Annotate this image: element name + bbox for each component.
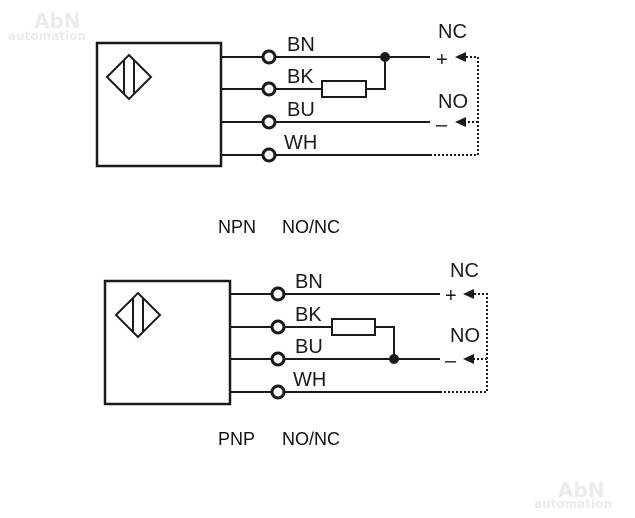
resistor-link <box>375 326 395 359</box>
proximity-sensor-icon <box>105 53 153 101</box>
watermark-bottom-right: AbN automation <box>534 478 612 511</box>
terminal-bn <box>261 49 277 65</box>
wire-label-bk: BK <box>295 304 322 326</box>
watermark-brand: AbN <box>34 9 81 33</box>
pnp-diagram <box>103 279 488 406</box>
resistor-link <box>366 57 386 90</box>
no-label: NO <box>450 325 480 347</box>
minus-sign: – <box>436 114 448 136</box>
terminal-wh <box>261 147 277 163</box>
wire-label-bn: BN <box>295 271 323 293</box>
nc-label: NC <box>438 21 467 43</box>
arrow-left-icon <box>455 117 466 127</box>
terminal-bk <box>261 81 277 97</box>
junction-dot <box>380 52 390 62</box>
load-path-dotted <box>440 293 488 393</box>
resistor <box>331 318 376 336</box>
caption-mode: NO/NC <box>282 429 340 449</box>
caption-type: NPN <box>218 217 256 237</box>
sensor-body <box>103 279 232 406</box>
terminal-bu <box>270 351 286 367</box>
watermark-top-left: AbN automation <box>8 9 86 43</box>
minus-sign: – <box>445 350 457 372</box>
npn-diagram <box>95 41 479 168</box>
junction-dot <box>389 354 399 364</box>
resistor <box>321 80 367 98</box>
pnp-labels: BN BK BU WH NC + NO – PNP NO/NC <box>218 260 480 449</box>
no-label: NO <box>438 91 468 113</box>
wire-label-bu: BU <box>295 336 323 358</box>
wire-label-wh: WH <box>284 132 317 154</box>
wire-label-bk: BK <box>287 66 314 88</box>
terminal-bn <box>270 286 286 302</box>
wire-label-wh: WH <box>293 369 326 391</box>
caption-mode: NO/NC <box>282 217 340 237</box>
watermark-sub: automation <box>534 497 612 511</box>
nc-label: NC <box>450 260 479 282</box>
arrow-left-icon <box>463 289 474 299</box>
terminal-wh <box>270 384 286 400</box>
sensor-body <box>95 41 223 168</box>
arrow-left-icon <box>463 354 474 364</box>
watermark-sub: automation <box>8 29 86 43</box>
load-path-dotted <box>430 56 479 156</box>
terminal-bu <box>261 114 277 130</box>
npn-labels: BN BK BU WH NC + NO – NPN NO/NC <box>218 21 468 237</box>
plus-sign: + <box>445 285 457 307</box>
proximity-sensor-icon <box>114 291 162 339</box>
plus-sign: + <box>436 49 448 71</box>
terminal-bk <box>270 319 286 335</box>
wire-label-bn: BN <box>287 34 315 56</box>
watermark-brand: AbN <box>558 478 605 502</box>
caption-type: PNP <box>218 429 255 449</box>
arrow-left-icon <box>455 52 466 62</box>
wire-label-bu: BU <box>287 99 315 121</box>
